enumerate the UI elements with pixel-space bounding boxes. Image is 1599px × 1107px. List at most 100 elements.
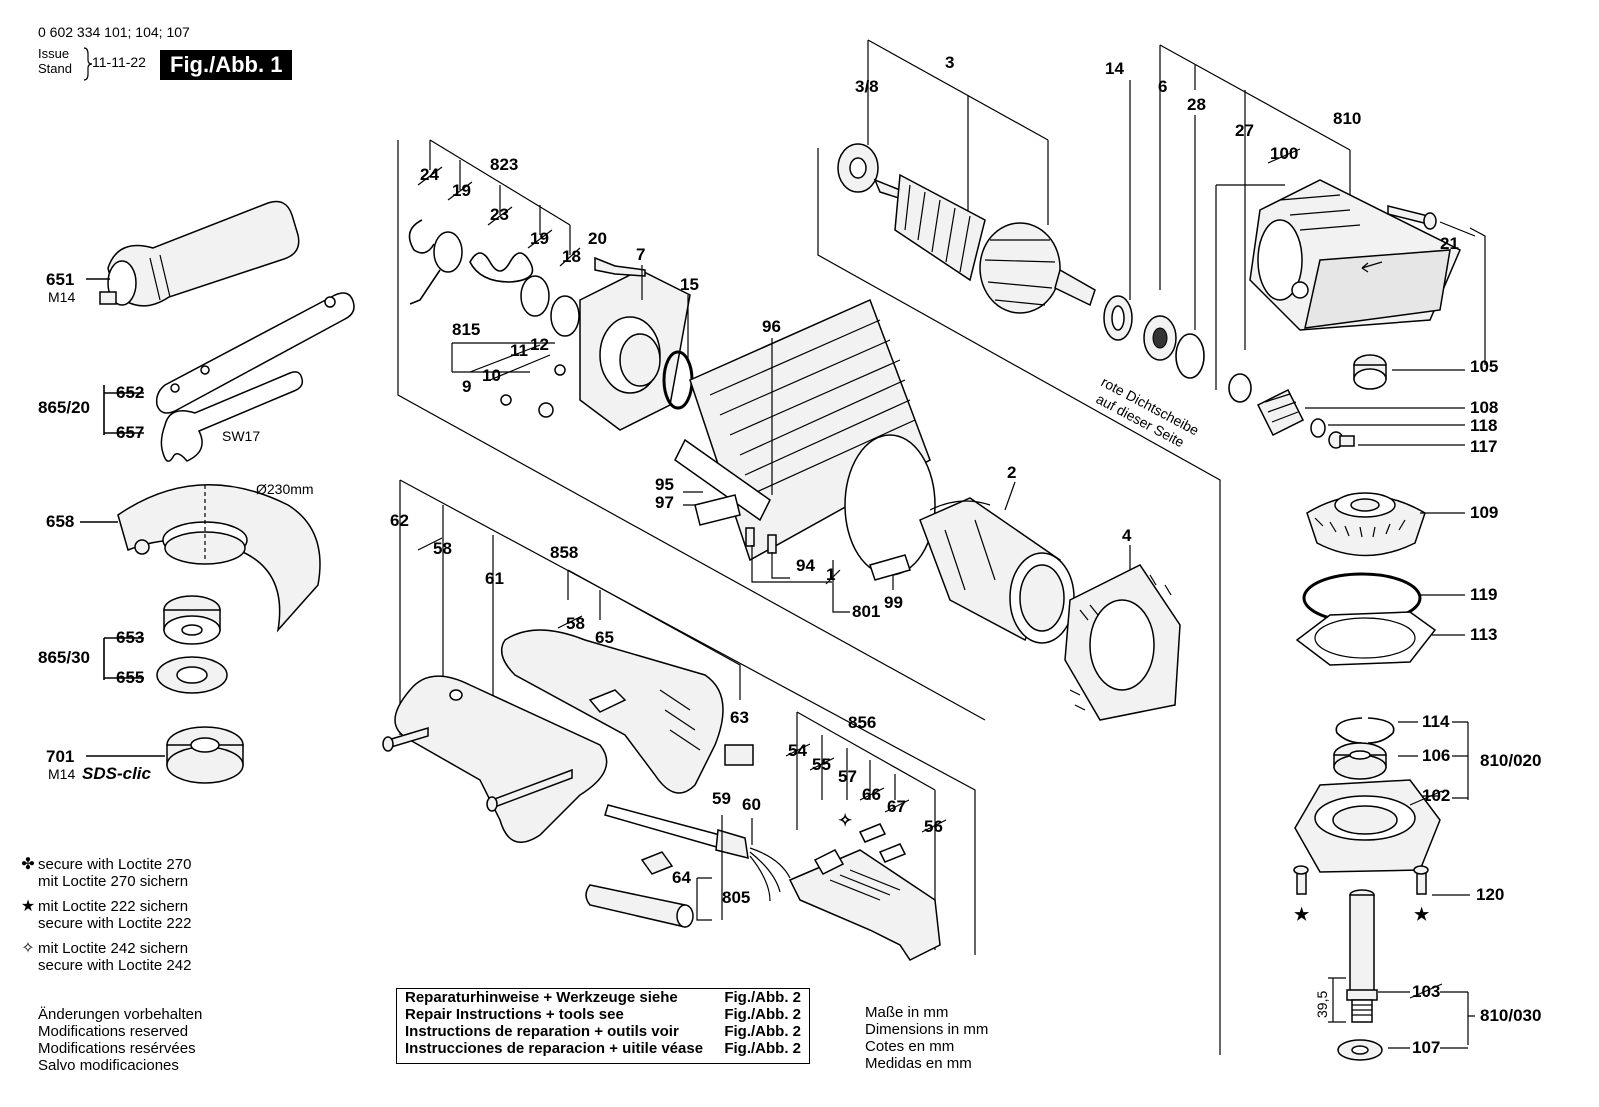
pinion-108 <box>1256 388 1305 437</box>
label-856: 856 <box>848 713 876 732</box>
label-118: 118 <box>1470 416 1497 435</box>
label-2: 2 <box>1007 463 1016 482</box>
label-105: 105 <box>1470 357 1498 376</box>
end-cover-4 <box>1064 564 1181 721</box>
motor-housing-96 <box>674 298 936 576</box>
label-15: 15 <box>680 275 699 294</box>
label-657: 657 <box>116 423 144 442</box>
label-59: 59 <box>712 789 731 808</box>
label-sds-clic: SDS-clic <box>82 764 152 783</box>
legend-loctite-270: ✤secure with Loctite 270 mit Loctite 270… <box>18 856 191 890</box>
label-61: 61 <box>485 569 504 588</box>
label-658: 658 <box>46 512 74 531</box>
legend-loctite-222: ★mit Loctite 222 sichern secure with Loc… <box>18 898 192 932</box>
label-94: 94 <box>796 556 815 575</box>
bracket-823 <box>429 139 571 255</box>
legend-222-line2: secure with Loctite 222 <box>38 915 192 932</box>
label-701: 701 <box>46 747 74 766</box>
star-icon: ★ <box>20 898 36 915</box>
bracket-856 <box>796 711 936 950</box>
switch-assembly-856: ✧ <box>788 811 941 961</box>
label-119: 119 <box>1470 585 1497 604</box>
label-3-8: 3/8 <box>855 77 879 96</box>
label-11: 11 <box>510 341 528 360</box>
clover-icon: ✤ <box>21 856 35 873</box>
washer-27 <box>1228 373 1252 403</box>
note-line: Änderungen vorbehalten <box>38 1006 203 1023</box>
label-109: 109 <box>1470 503 1498 522</box>
legend-270-line1: secure with Loctite 270 <box>38 856 192 873</box>
two-pin-spanner-652 <box>155 292 355 414</box>
needle-bearing-105 <box>1353 354 1387 390</box>
label-805: 805 <box>722 888 750 907</box>
group-bracket-motor <box>817 148 1221 1055</box>
repair-row: Instrucciones de reparacion + uitile véa… <box>397 1040 809 1057</box>
label-100: 100 <box>1270 144 1298 163</box>
dimension-39-5: 39,5 <box>1314 991 1330 1018</box>
label-57: 57 <box>838 767 857 786</box>
label-62: 62 <box>390 511 409 530</box>
label-120: 120 <box>1476 885 1504 904</box>
label-651: 651 <box>46 270 74 289</box>
label-58a: 58 <box>433 539 452 558</box>
bracket-858 <box>442 505 741 790</box>
label-858: 858 <box>550 543 578 562</box>
repair-ref: Fig./Abb. 2 <box>724 1040 801 1057</box>
note-line: Salvo modificaciones <box>38 1057 179 1074</box>
circlip-114 <box>1335 717 1363 744</box>
label-815: 815 <box>452 320 480 339</box>
label-28: 28 <box>1187 95 1206 114</box>
label-sw17: SW17 <box>222 428 260 444</box>
label-99: 99 <box>884 593 903 612</box>
label-9: 9 <box>462 377 471 396</box>
screws-120 <box>1293 865 1429 895</box>
spindle-103 <box>1346 889 1378 1023</box>
repair-text: Reparaturhinweise + Werkzeuge siehe <box>405 989 678 1006</box>
screw-21 <box>1387 205 1437 230</box>
loctite-242-mark: ✧ <box>838 811 852 830</box>
issue-brace <box>83 47 93 81</box>
repair-row: Instructions de reparation + outils voir… <box>397 1023 809 1040</box>
screw-20 <box>594 256 646 277</box>
issue-label: Issue <box>38 46 70 61</box>
flanges-653-655 <box>156 595 228 694</box>
label-810-020: 810/020 <box>1480 751 1541 770</box>
label-113: 113 <box>1470 625 1497 644</box>
label-12: 12 <box>530 335 549 354</box>
label-19b: 19 <box>530 229 549 248</box>
open-end-wrench-657 <box>160 371 304 462</box>
label-653: 653 <box>116 628 144 647</box>
cable-clamp-64 <box>640 851 674 875</box>
gasket-113 <box>1295 611 1437 666</box>
auxiliary-handle-651 <box>99 200 300 307</box>
figure-badge: Fig./Abb. 1 <box>160 50 293 80</box>
stand-label: Stand <box>38 61 72 76</box>
label-65: 65 <box>595 628 614 647</box>
label-801: 801 <box>852 602 880 621</box>
label-106: 106 <box>1422 746 1450 765</box>
label-865-20: 865/20 <box>38 398 90 417</box>
label-114: 114 <box>1422 712 1450 731</box>
bracket-810 <box>1159 44 1351 350</box>
seal-ring-14 <box>1103 295 1133 341</box>
label-810: 810 <box>1333 109 1361 128</box>
label-823: 823 <box>490 155 518 174</box>
label-4: 4 <box>1122 526 1132 545</box>
loctite-star-right: ★ <box>1414 905 1430 924</box>
label-810-030: 810/030 <box>1480 1006 1541 1025</box>
spring-assembly-823 <box>408 219 580 337</box>
bearing-106 <box>1333 742 1387 780</box>
nameplate-95 <box>694 494 741 526</box>
label-27: 27 <box>1235 121 1254 140</box>
group-bracket-left <box>397 140 986 721</box>
crown-gear-109 <box>1306 492 1426 557</box>
label-3: 3 <box>945 53 954 72</box>
bearing-6 <box>1143 315 1177 361</box>
label-60: 60 <box>742 795 761 814</box>
cable-59 <box>604 804 791 902</box>
label-10: 10 <box>482 366 501 385</box>
legend-242-line1: mit Loctite 242 sichern <box>38 940 189 957</box>
label-95: 95 <box>655 475 674 494</box>
